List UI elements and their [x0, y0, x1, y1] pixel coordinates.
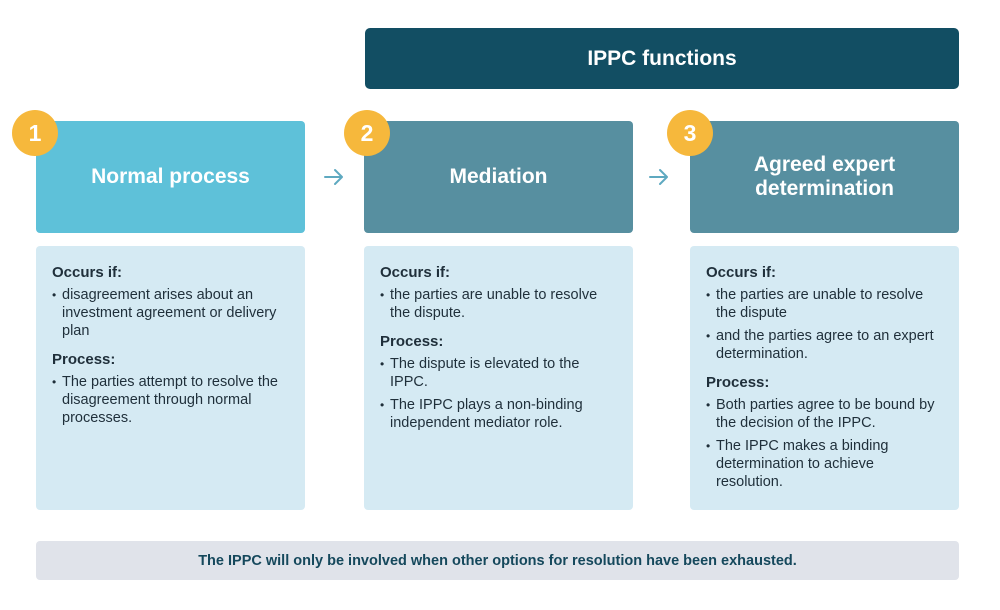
footer-note: The IPPC will only be involved when othe…	[198, 552, 797, 569]
occurs-if-label: Occurs if:	[380, 264, 451, 281]
step-1-number-badge: 1	[12, 110, 58, 156]
process-list: Both parties agree to be bound by the de…	[706, 396, 943, 491]
list-item: Both parties agree to be bound by the de…	[706, 396, 943, 432]
list-item: The parties attempt to resolve the disag…	[52, 373, 289, 427]
process-label: Process:	[52, 351, 116, 368]
list-item: The IPPC plays a non-binding independent…	[380, 396, 617, 432]
list-item: The dispute is elevated to the IPPC.	[380, 355, 617, 391]
step-1-details: Occurs if: disagreement arises about an …	[36, 246, 305, 510]
list-item: disagreement arises about an investment …	[52, 286, 289, 340]
step-3-details: Occurs if: the parties are unable to res…	[690, 246, 959, 510]
list-item: the parties are unable to resolve the di…	[706, 286, 943, 322]
step-1-title: Normal process	[91, 165, 250, 188]
step-3-title: Agreed expert determination	[753, 153, 896, 200]
step-2-number-badge: 2	[344, 110, 390, 156]
occurs-if-label: Occurs if:	[52, 264, 123, 281]
arrow-right-icon	[649, 169, 668, 185]
step-2-details: Occurs if: the parties are unable to res…	[364, 246, 633, 510]
list-item: and the parties agree to an expert deter…	[706, 327, 943, 363]
list-item: the parties are unable to resolve the di…	[380, 286, 617, 322]
process-label: Process:	[706, 374, 770, 391]
ippc-functions-banner: IPPC functions	[365, 28, 959, 89]
arrow-right-icon	[324, 169, 343, 185]
step-2-title: Mediation	[449, 165, 548, 188]
step-3-number-badge: 3	[667, 110, 713, 156]
occurs-if-label: Occurs if:	[706, 264, 777, 281]
process-list: The dispute is elevated to the IPPC. The…	[380, 355, 617, 432]
process-list: The parties attempt to resolve the disag…	[52, 373, 289, 427]
process-label: Process:	[380, 333, 444, 350]
occurs-if-list: disagreement arises about an investment …	[52, 286, 289, 340]
banner-title: IPPC functions	[587, 46, 737, 70]
list-item: The IPPC makes a binding determination t…	[706, 437, 943, 491]
step-2-header: Mediation	[364, 121, 633, 233]
step-3-header: Agreed expert determination	[690, 121, 959, 233]
occurs-if-list: the parties are unable to resolve the di…	[380, 286, 617, 322]
footer-note-panel: The IPPC will only be involved when othe…	[36, 541, 959, 580]
occurs-if-list: the parties are unable to resolve the di…	[706, 286, 943, 363]
step-1-header: Normal process	[36, 121, 305, 233]
